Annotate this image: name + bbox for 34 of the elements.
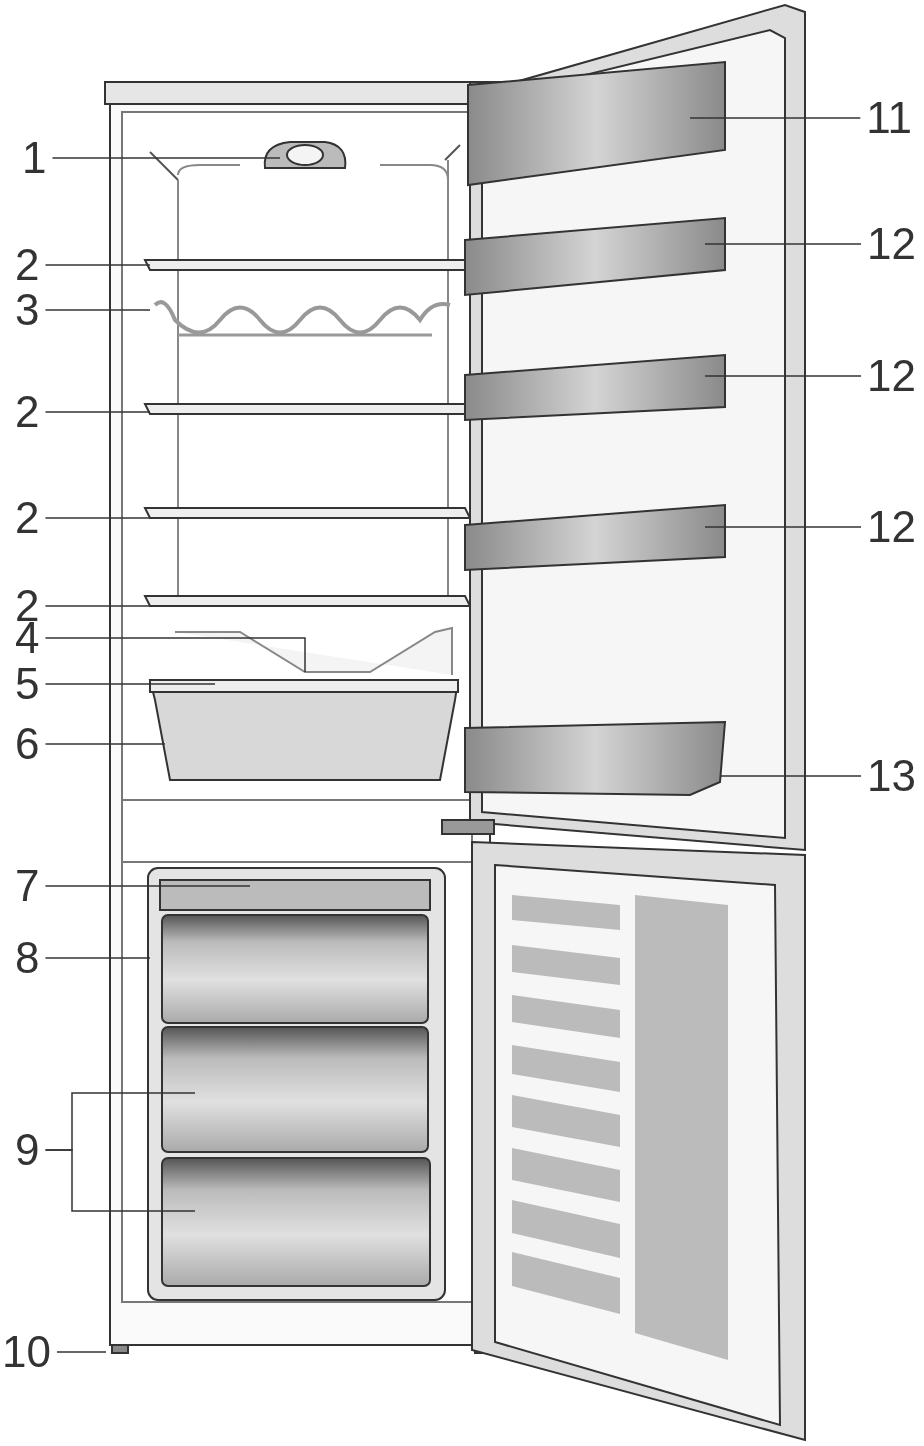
callout-number: 3 <box>15 288 40 332</box>
leader-line <box>44 411 151 413</box>
leader-line <box>44 605 151 607</box>
leader-line <box>44 1149 196 1212</box>
leader-line <box>689 117 862 119</box>
leader-line <box>44 264 151 266</box>
callout-number: 13 <box>867 754 916 798</box>
leader-line <box>44 517 151 519</box>
leader-line <box>44 309 151 311</box>
leader-line <box>44 637 306 673</box>
leader-line <box>704 243 862 245</box>
callout-number: 2 <box>15 243 40 287</box>
leader-line <box>51 157 281 159</box>
callout-number: 12 <box>867 505 916 549</box>
callout-number: 9 <box>15 1128 40 1172</box>
leader-line <box>44 885 251 887</box>
callout-number: 11 <box>866 96 912 140</box>
callout-number: 12 <box>867 354 916 398</box>
leader-line <box>719 775 862 777</box>
callout-number: 2 <box>15 496 40 540</box>
callout-number: 1 <box>22 136 47 180</box>
leader-line <box>704 375 862 377</box>
leader-line <box>44 683 216 685</box>
callout-number: 2 <box>15 390 40 434</box>
leader-line <box>44 957 151 959</box>
leader-line <box>56 1351 107 1353</box>
callout-number: 8 <box>15 936 40 980</box>
leader-line <box>44 743 166 745</box>
leader-line <box>704 526 862 528</box>
callout-number: 5 <box>15 662 40 706</box>
callout-number: 6 <box>15 722 40 766</box>
callout-number: 10 <box>2 1330 51 1374</box>
callout-number: 12 <box>867 222 916 266</box>
callout-number: 7 <box>15 864 40 908</box>
